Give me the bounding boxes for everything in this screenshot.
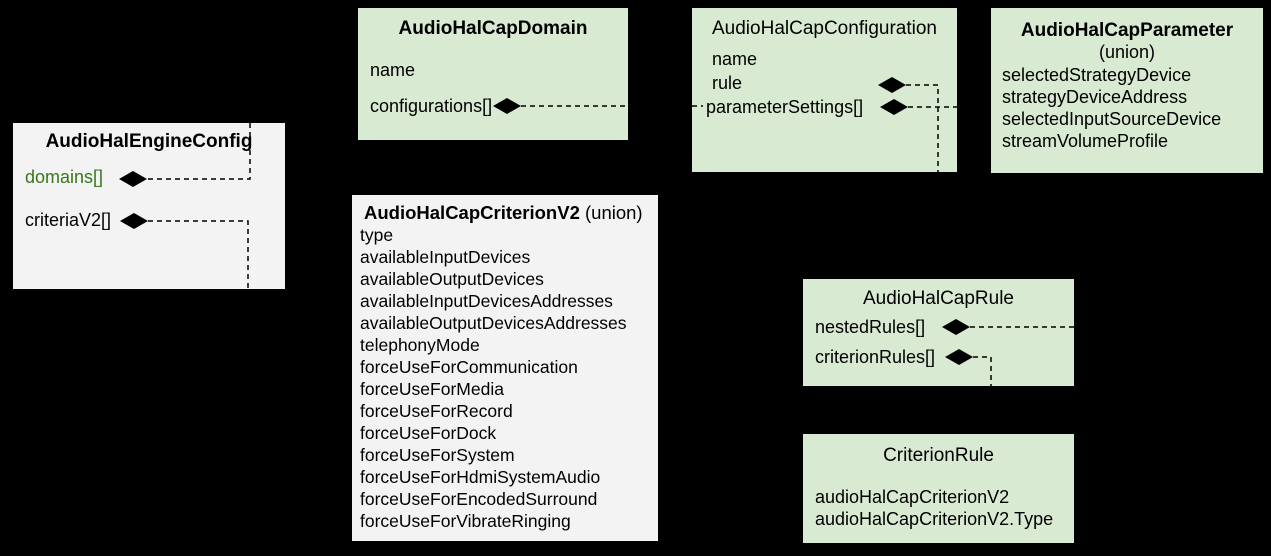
class-title: AudioHalCapConfiguration: [712, 18, 937, 39]
class-subtitle-union: (union): [585, 202, 643, 223]
field-force-use-for-record: forceUseForRecord: [360, 401, 513, 421]
class-box-cap-criterion-v2: AudioHalCapCriterionV2 (union) type avai…: [352, 195, 658, 541]
field-telephony-mode: telephonyMode: [360, 335, 480, 355]
class-subtitle-union: (union): [1098, 42, 1156, 62]
field-selected-input-source-device: selectedInputSourceDevice: [1002, 109, 1222, 129]
field-parameter-settings: parameterSettings[]: [706, 97, 864, 117]
field-force-use-for-hdmi-system-audio: forceUseForHdmiSystemAudio: [360, 467, 601, 487]
field-available-input-devices-addresses: availableInputDevicesAddresses: [360, 291, 613, 311]
class-box-engine-config: AudioHalEngineConfig domains[] criteriaV…: [13, 123, 285, 289]
field-audio-hal-cap-criterion-v2: audioHalCapCriterionV2: [815, 487, 1010, 507]
class-box-cap-parameter: AudioHalCapParameter (union) selectedStr…: [991, 8, 1263, 173]
class-box-criterion-rule: CriterionRule audioHalCapCriterionV2 aud…: [803, 434, 1074, 543]
field-force-use-for-encoded-surround: forceUseForEncodedSurround: [360, 489, 598, 509]
field-criteriaV2: criteriaV2[]: [25, 210, 112, 230]
field-name: name: [712, 49, 758, 69]
field-audio-hal-cap-criterion-v2-type: audioHalCapCriterionV2.Type: [815, 509, 1054, 529]
field-criterion-rules: criterionRules[]: [815, 347, 936, 367]
field-force-use-for-media: forceUseForMedia: [360, 379, 504, 399]
class-title: CriterionRule: [883, 445, 994, 466]
field-available-output-devices-addresses: availableOutputDevicesAddresses: [360, 313, 627, 333]
field-nested-rules: nestedRules[]: [815, 317, 926, 337]
field-force-use-for-communication: forceUseForCommunication: [360, 357, 578, 377]
class-box-cap-rule: AudioHalCapRule nestedRules[] criterionR…: [803, 279, 1074, 386]
class-box-cap-configuration: AudioHalCapConfiguration name rule param…: [692, 8, 957, 172]
class-title: AudioHalCapCriterionV2 (union): [364, 202, 643, 224]
field-strategy-device-address: strategyDeviceAddress: [1002, 87, 1188, 107]
field-selected-strategy-device: selectedStrategyDevice: [1002, 65, 1192, 85]
field-name: name: [370, 60, 416, 80]
field-force-use-for-dock: forceUseForDock: [360, 423, 497, 443]
field-list: type availableInputDevices availableOutp…: [360, 224, 627, 532]
class-title: AudioHalCapDomain: [398, 18, 588, 39]
field-configurations: configurations[]: [370, 96, 493, 116]
field-stream-volume-profile: streamVolumeProfile: [1002, 131, 1169, 151]
field-available-input-devices: availableInputDevices: [360, 247, 531, 267]
field-force-use-for-system: forceUseForSystem: [360, 445, 515, 465]
class-title: AudioHalCapRule: [862, 288, 1015, 309]
class-box-cap-domain: AudioHalCapDomain name configurations[]: [358, 8, 628, 140]
field-list: selectedStrategyDevice strategyDeviceAdd…: [1002, 64, 1221, 152]
field-type: type: [360, 225, 394, 245]
class-title: AudioHalCapParameter: [1020, 20, 1234, 41]
field-rule: rule: [712, 73, 743, 93]
class-title-name: AudioHalCapCriterionV2: [364, 202, 580, 223]
field-available-output-devices: availableOutputDevices: [360, 269, 544, 289]
class-title: AudioHalEngineConfig: [45, 131, 253, 152]
field-force-use-for-vibrate-ringing: forceUseForVibrateRinging: [360, 511, 571, 531]
field-domains: domains[]: [25, 167, 104, 187]
